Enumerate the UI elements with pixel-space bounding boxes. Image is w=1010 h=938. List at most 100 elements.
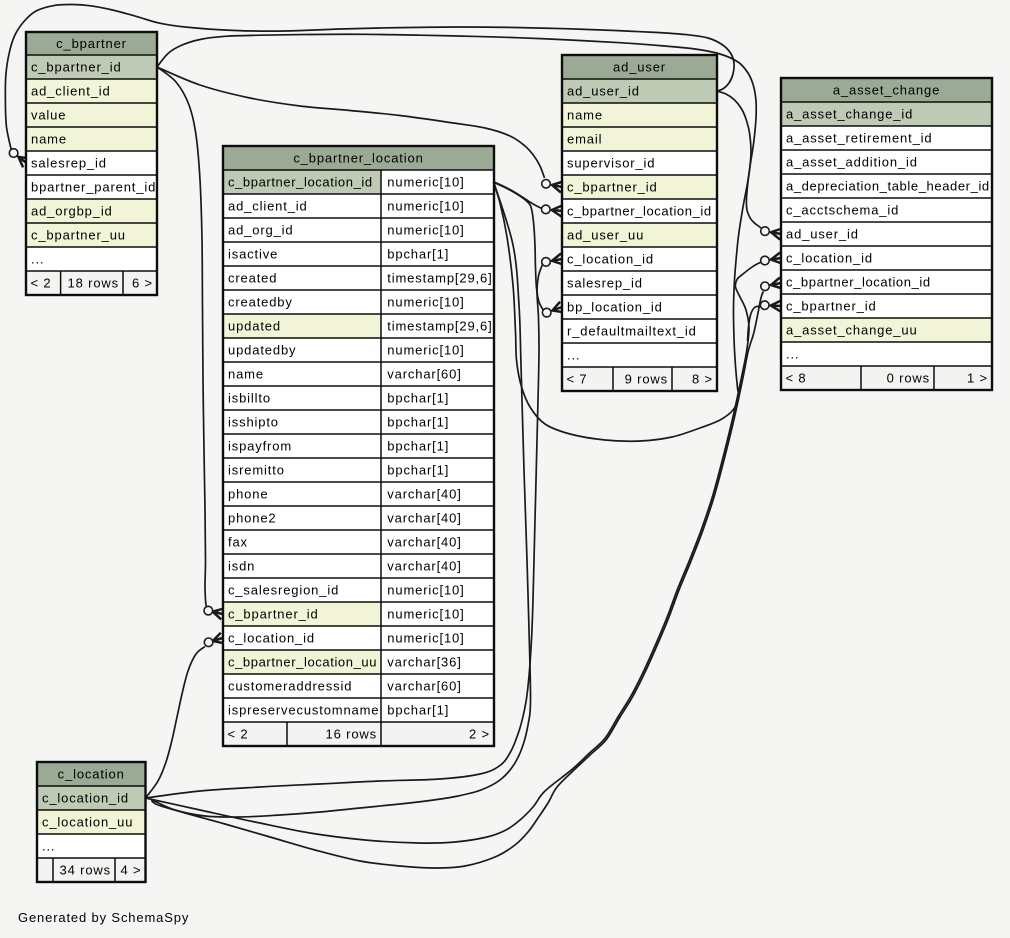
svg-text:bpchar[1]: bpchar[1] [387, 703, 449, 718]
svg-text:c_location: c_location [58, 767, 125, 782]
svg-text:varchar[60]: varchar[60] [387, 679, 461, 694]
svg-text:a_asset_retirement_id: a_asset_retirement_id [786, 131, 932, 146]
svg-text:numeric[10]: numeric[10] [387, 607, 464, 622]
svg-text:phone: phone [228, 487, 268, 502]
svg-text:bp_location_id: bp_location_id [567, 300, 663, 315]
svg-text:2 >: 2 > [469, 727, 490, 742]
svg-text:varchar[40]: varchar[40] [387, 487, 461, 502]
svg-text:4 >: 4 > [121, 863, 142, 878]
svg-text:c_bpartner_id: c_bpartner_id [786, 299, 877, 314]
svg-text:< 7: < 7 [567, 372, 588, 387]
svg-text:supervisor_id: supervisor_id [567, 156, 655, 171]
svg-text:numeric[10]: numeric[10] [387, 175, 464, 190]
svg-text:...: ... [31, 252, 44, 267]
svg-text:16 rows: 16 rows [326, 727, 377, 742]
svg-text:timestamp[29,6]: timestamp[29,6] [387, 271, 492, 286]
svg-text:email: email [567, 132, 602, 147]
svg-text:c_bpartner_uu: c_bpartner_uu [31, 228, 126, 243]
svg-text:numeric[10]: numeric[10] [387, 631, 464, 646]
svg-text:bpchar[1]: bpchar[1] [387, 439, 449, 454]
svg-text:c_location_id: c_location_id [228, 631, 315, 646]
svg-text:updatedby: updatedby [228, 343, 296, 358]
svg-text:numeric[10]: numeric[10] [387, 295, 464, 310]
svg-text:8 >: 8 > [692, 372, 713, 387]
svg-text:...: ... [786, 347, 799, 362]
svg-text:name: name [31, 132, 67, 147]
svg-text:Generated by SchemaSpy: Generated by SchemaSpy [18, 910, 189, 925]
svg-text:c_location_id: c_location_id [786, 251, 873, 266]
svg-text:created: created [228, 271, 277, 286]
svg-text:18 rows: 18 rows [68, 276, 119, 291]
svg-text:c_bpartner_location_id: c_bpartner_location_id [786, 275, 931, 290]
svg-text:ad_user_id: ad_user_id [786, 227, 859, 242]
svg-text:isactive: isactive [228, 247, 278, 262]
svg-text:34 rows: 34 rows [60, 863, 111, 878]
svg-text:customeraddressid: customeraddressid [228, 679, 352, 694]
svg-text:createdby: createdby [228, 295, 293, 310]
svg-text:c_acctschema_id: c_acctschema_id [786, 203, 899, 218]
svg-text:bpchar[1]: bpchar[1] [387, 247, 449, 262]
svg-text:varchar[60]: varchar[60] [387, 367, 461, 382]
svg-text:< 8: < 8 [786, 371, 807, 386]
svg-text:1 >: 1 > [967, 371, 988, 386]
svg-text:c_bpartner: c_bpartner [56, 36, 127, 51]
svg-text:...: ... [42, 839, 55, 854]
svg-text:bpchar[1]: bpchar[1] [387, 391, 449, 406]
svg-text:varchar[40]: varchar[40] [387, 559, 461, 574]
svg-text:c_bpartner_location_id: c_bpartner_location_id [228, 175, 373, 190]
svg-text:isbillto: isbillto [228, 391, 271, 406]
svg-text:numeric[10]: numeric[10] [387, 199, 464, 214]
svg-text:...: ... [567, 348, 580, 363]
svg-text:numeric[10]: numeric[10] [387, 583, 464, 598]
svg-text:ad_client_id: ad_client_id [31, 84, 111, 99]
svg-text:ispreservecustomname: ispreservecustomname [228, 703, 379, 718]
svg-text:salesrep_id: salesrep_id [31, 156, 107, 171]
svg-text:c_bpartner_id: c_bpartner_id [31, 60, 122, 75]
svg-text:bpchar[1]: bpchar[1] [387, 415, 449, 430]
svg-text:isremitto: isremitto [228, 463, 285, 478]
svg-text:a_asset_change_uu: a_asset_change_uu [786, 323, 918, 338]
svg-text:c_bpartner_location_id: c_bpartner_location_id [567, 204, 712, 219]
svg-text:timestamp[29,6]: timestamp[29,6] [387, 319, 492, 334]
svg-text:6 >: 6 > [132, 276, 153, 291]
svg-text:varchar[40]: varchar[40] [387, 535, 461, 550]
svg-text:isshipto: isshipto [228, 415, 279, 430]
svg-text:salesrep_id: salesrep_id [567, 276, 643, 291]
svg-text:varchar[36]: varchar[36] [387, 655, 461, 670]
svg-text:a_asset_change_id: a_asset_change_id [786, 107, 913, 122]
svg-text:phone2: phone2 [228, 511, 276, 526]
svg-text:name: name [567, 108, 603, 123]
svg-text:name: name [228, 367, 264, 382]
svg-text:updated: updated [228, 319, 281, 334]
svg-text:ispayfrom: ispayfrom [228, 439, 292, 454]
svg-text:ad_user_id: ad_user_id [567, 84, 640, 99]
svg-text:ad_user: ad_user [613, 60, 666, 75]
svg-text:c_salesregion_id: c_salesregion_id [228, 583, 339, 598]
svg-text:numeric[10]: numeric[10] [387, 223, 464, 238]
svg-text:isdn: isdn [228, 559, 255, 574]
svg-text:ad_user_uu: ad_user_uu [567, 228, 644, 243]
svg-text:c_location_id: c_location_id [42, 791, 129, 806]
svg-text:numeric[10]: numeric[10] [387, 343, 464, 358]
svg-text:0 rows: 0 rows [887, 371, 930, 386]
svg-text:varchar[40]: varchar[40] [387, 511, 461, 526]
svg-text:a_asset_addition_id: a_asset_addition_id [786, 155, 918, 170]
svg-text:a_depreciation_table_header_id: a_depreciation_table_header_id [786, 179, 990, 194]
svg-text:< 2: < 2 [228, 727, 249, 742]
svg-text:< 2: < 2 [31, 276, 52, 291]
svg-text:c_bpartner_location_uu: c_bpartner_location_uu [228, 655, 377, 670]
svg-text:ad_client_id: ad_client_id [228, 199, 308, 214]
svg-text:c_location_id: c_location_id [567, 252, 654, 267]
svg-text:ad_orgbp_id: ad_orgbp_id [31, 204, 113, 219]
svg-text:ad_org_id: ad_org_id [228, 223, 293, 238]
svg-text:bpchar[1]: bpchar[1] [387, 463, 449, 478]
svg-text:r_defaultmailtext_id: r_defaultmailtext_id [567, 324, 697, 339]
svg-text:c_bpartner_id: c_bpartner_id [567, 180, 658, 195]
svg-text:value: value [31, 108, 66, 123]
svg-text:c_bpartner_id: c_bpartner_id [228, 607, 319, 622]
svg-text:9 rows: 9 rows [625, 372, 668, 387]
svg-text:c_bpartner_location: c_bpartner_location [293, 151, 423, 166]
svg-text:fax: fax [228, 535, 248, 550]
svg-text:bpartner_parent_id: bpartner_parent_id [31, 180, 156, 195]
svg-text:c_location_uu: c_location_uu [42, 815, 133, 830]
